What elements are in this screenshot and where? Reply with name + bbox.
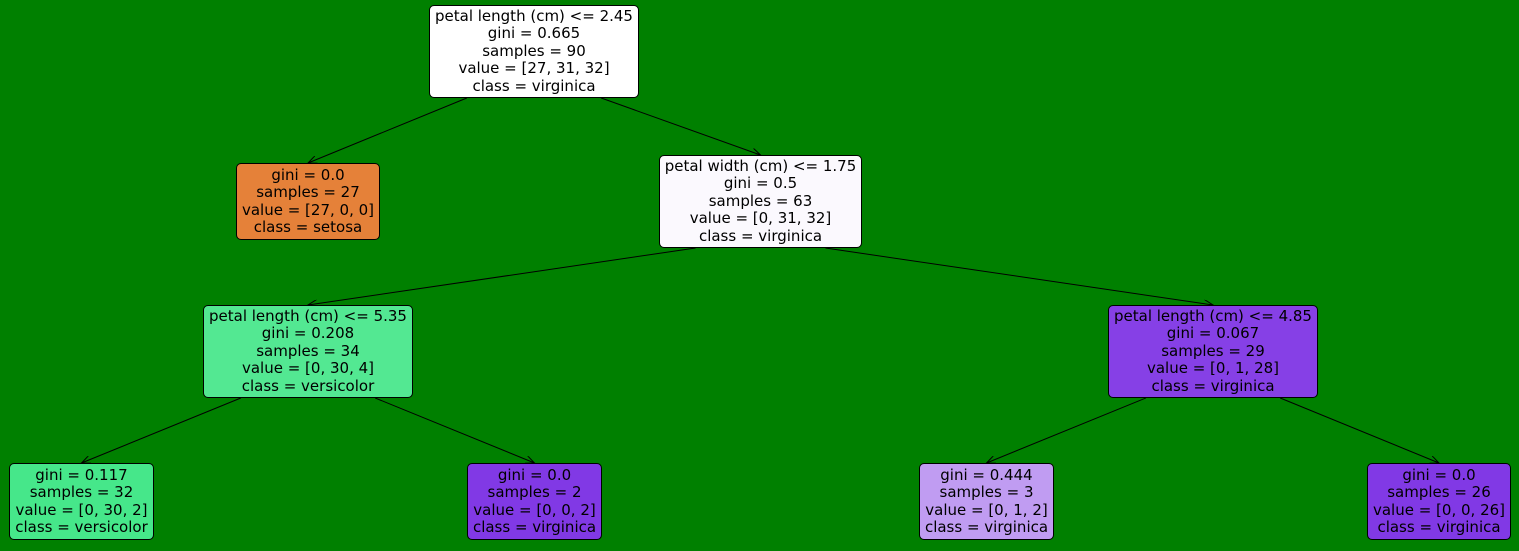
- node-gini: gini = 0.444: [940, 465, 1033, 484]
- node-samples: samples = 29: [1161, 341, 1265, 360]
- node-samples: samples = 34: [256, 341, 360, 360]
- tree-node-leaf-virginica-b: gini = 0.444 samples = 3 value = [0, 1, …: [919, 463, 1054, 540]
- node-split: petal length (cm) <= 4.85: [1114, 306, 1312, 325]
- tree-node-leaf-virginica-a: gini = 0.0 samples = 2 value = [0, 0, 2]…: [467, 463, 602, 540]
- node-value: value = [0, 1, 28]: [1146, 359, 1280, 378]
- tree-node-leaf-setosa: gini = 0.0 samples = 27 value = [27, 0, …: [236, 163, 380, 240]
- tree-edge: [82, 397, 241, 463]
- tree-node-petal-length-split-left: petal length (cm) <= 5.35 gini = 0.208 s…: [203, 305, 413, 398]
- node-value: value = [0, 0, 26]: [1372, 500, 1506, 519]
- tree-edge: [375, 397, 534, 463]
- tree-node-petal-length-split-right: petal length (cm) <= 4.85 gini = 0.067 s…: [1108, 305, 1318, 398]
- node-samples: samples = 2: [487, 483, 582, 501]
- tree-edge: [987, 397, 1146, 463]
- node-value: value = [0, 1, 2]: [925, 500, 1048, 519]
- node-class: class = virginica: [1151, 376, 1275, 395]
- node-gini: gini = 0.5: [723, 174, 798, 193]
- node-split: petal length (cm) <= 5.35: [209, 306, 407, 325]
- node-split: petal length (cm) <= 2.45: [435, 6, 633, 25]
- node-value: value = [27, 31, 32]: [458, 59, 610, 78]
- node-value: value = [0, 0, 2]: [473, 500, 596, 519]
- tree-node-leaf-versicolor: gini = 0.117 samples = 32 value = [0, 30…: [9, 463, 154, 540]
- tree-edge: [825, 247, 1213, 305]
- node-value: value = [0, 31, 32]: [689, 209, 832, 228]
- node-samples: samples = 32: [29, 483, 134, 501]
- node-samples: samples = 90: [482, 41, 586, 60]
- node-samples: samples = 3: [939, 483, 1034, 501]
- node-samples: samples = 27: [256, 183, 360, 201]
- node-gini: gini = 0.0: [497, 465, 572, 484]
- node-class: class = versicolor: [241, 376, 375, 395]
- node-samples: samples = 63: [708, 191, 813, 210]
- node-gini: gini = 0.0: [1402, 465, 1476, 484]
- node-gini: gini = 0.208: [261, 324, 355, 343]
- node-samples: samples = 26: [1387, 483, 1491, 501]
- node-class: class = virginica: [698, 226, 823, 245]
- node-class: class = virginica: [924, 518, 1049, 536]
- node-value: value = [0, 30, 2]: [15, 500, 148, 519]
- node-gini: gini = 0.117: [35, 465, 128, 484]
- node-class: class = virginica: [472, 518, 597, 536]
- node-gini: gini = 0.0: [271, 165, 345, 184]
- tree-edge: [308, 247, 696, 305]
- tree-node-leaf-virginica-c: gini = 0.0 samples = 26 value = [0, 0, 2…: [1367, 463, 1511, 540]
- node-split: petal width (cm) <= 1.75: [664, 156, 857, 175]
- tree-node-petal-width-split: petal width (cm) <= 1.75 gini = 0.5 samp…: [659, 155, 862, 248]
- tree-node-root: petal length (cm) <= 2.45 gini = 0.665 s…: [429, 5, 639, 98]
- node-class: class = setosa: [253, 218, 363, 236]
- tree-edge: [601, 97, 760, 155]
- node-gini: gini = 0.067: [1166, 324, 1260, 343]
- node-value: value = [27, 0, 0]: [241, 200, 375, 219]
- node-class: class = versicolor: [15, 518, 148, 536]
- node-class: class = virginica: [1377, 518, 1501, 536]
- tree-edge: [308, 97, 467, 163]
- node-class: class = virginica: [472, 76, 596, 95]
- tree-edge: [1280, 397, 1439, 463]
- node-value: value = [0, 30, 4]: [241, 359, 375, 378]
- node-gini: gini = 0.665: [487, 24, 581, 43]
